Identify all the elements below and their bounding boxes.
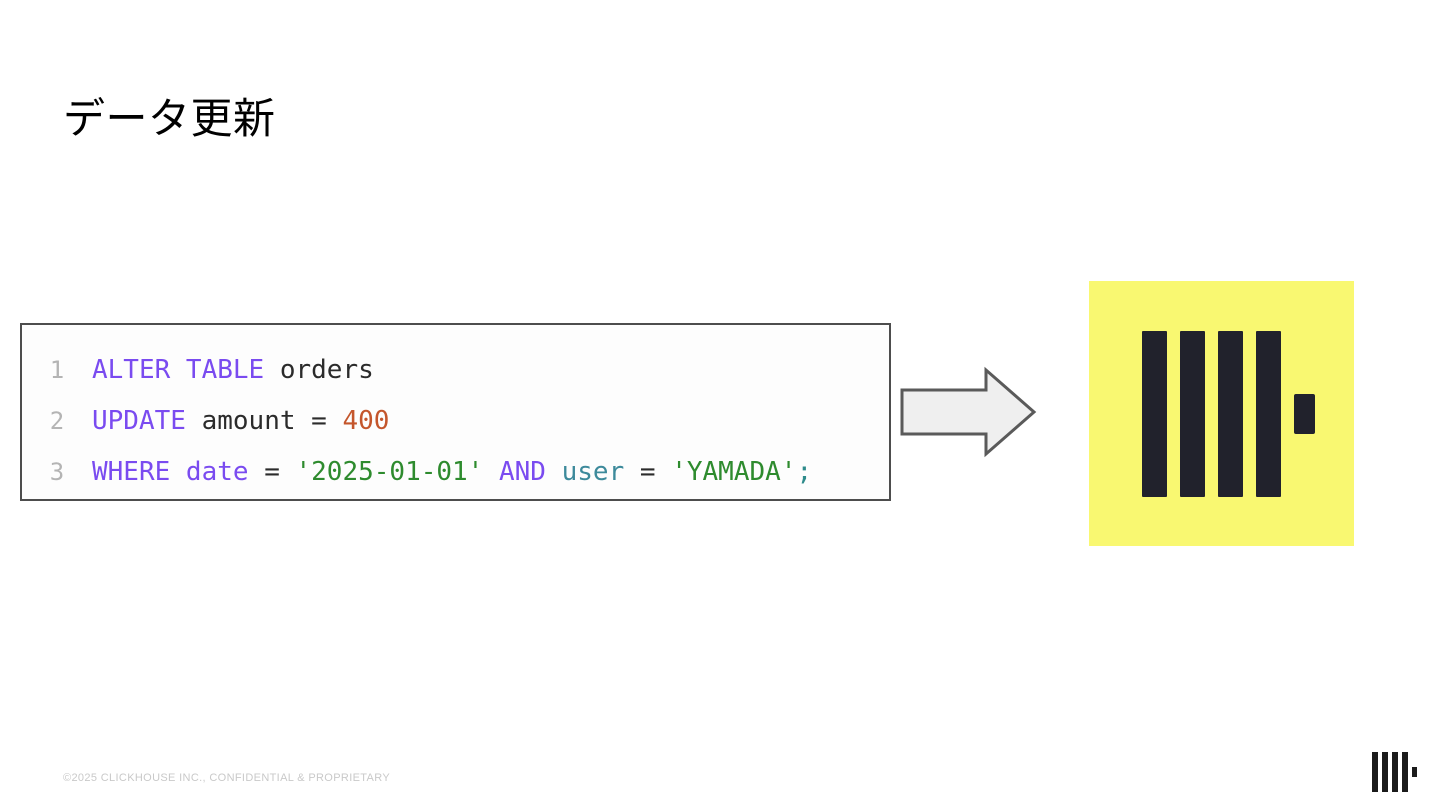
code-token-string: '2025-01-01' bbox=[295, 457, 484, 487]
logo-bar bbox=[1179, 330, 1205, 497]
code-token-keyword: WHERE date bbox=[92, 457, 265, 487]
clickhouse-logo-icon bbox=[1141, 330, 1315, 497]
logo-bar bbox=[1392, 752, 1398, 792]
code-line-content: UPDATE amount = 400 bbox=[92, 396, 389, 447]
code-token-keyword: UPDATE bbox=[92, 406, 202, 436]
code-token-operator: = bbox=[264, 457, 296, 487]
logo-bar bbox=[1402, 752, 1408, 792]
logo-dot bbox=[1293, 393, 1315, 434]
code-token-string: 'YAMADA' bbox=[671, 457, 797, 487]
code-token-number: 400 bbox=[342, 406, 390, 436]
logo-bar bbox=[1255, 330, 1281, 497]
code-token-keyword: ALTER TABLE bbox=[92, 355, 280, 385]
footer-copyright: ©2025 CLICKHOUSE INC., CONFIDENTIAL & PR… bbox=[63, 772, 391, 784]
logo-bar bbox=[1141, 330, 1167, 497]
code-token-space bbox=[483, 457, 499, 487]
code-token-operator: = bbox=[624, 457, 672, 487]
page-title: データ更新 bbox=[63, 94, 276, 144]
logo-bar bbox=[1217, 330, 1243, 497]
line-number: 3 bbox=[49, 458, 65, 486]
line-number: 1 bbox=[49, 356, 65, 384]
clickhouse-logo-tile bbox=[1089, 281, 1354, 546]
right-block-arrow-icon bbox=[898, 366, 1038, 458]
code-token-space bbox=[546, 457, 562, 487]
code-token-field: user bbox=[561, 457, 625, 487]
sql-code-block[interactable]: 1 ALTER TABLE orders 2 UPDATE amount = 4… bbox=[20, 323, 891, 501]
code-token-identifier: orders bbox=[279, 355, 374, 385]
logo-bar bbox=[1382, 752, 1388, 792]
line-number: 2 bbox=[49, 407, 65, 435]
code-line: 1 ALTER TABLE orders bbox=[22, 345, 889, 396]
clickhouse-logo-icon bbox=[1372, 752, 1422, 792]
code-token-keyword: AND bbox=[499, 457, 546, 487]
code-line-content: ALTER TABLE orders bbox=[92, 345, 374, 396]
code-line-content: WHERE date = '2025-01-01' AND user = 'YA… bbox=[92, 447, 812, 498]
code-token-identifier: amount = bbox=[201, 406, 343, 436]
code-line: 2 UPDATE amount = 400 bbox=[22, 396, 889, 447]
code-line: 3 WHERE date = '2025-01-01' AND user = '… bbox=[22, 447, 889, 498]
code-token-punctuation: ; bbox=[796, 457, 813, 487]
logo-dot bbox=[1412, 767, 1417, 777]
logo-bar bbox=[1372, 752, 1378, 792]
